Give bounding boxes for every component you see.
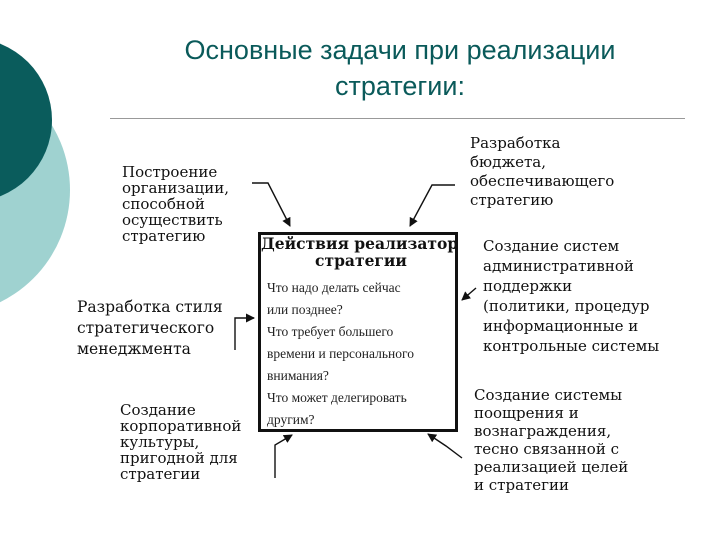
node-bottom-right: Создание системы поощрения и вознагражде…: [474, 386, 629, 494]
node-bottom-left: Создание корпоративной культуры, пригодн…: [120, 401, 242, 483]
center-questions: Что надо делать сейчас или позднее? Что …: [267, 280, 414, 427]
node-mid-right: Создание систем административной поддерж…: [483, 237, 660, 355]
title-line-1: Основные задачи при реализации: [184, 35, 616, 65]
node-top-left: Построение организации, способной осущес…: [122, 163, 229, 245]
center-box: Действия реализатора стратегии Что надо …: [258, 232, 458, 432]
node-mid-left: Разработка стиля стратегического менеджм…: [77, 298, 223, 358]
slide-title: Основные задачи при реализации стратегии…: [100, 32, 700, 104]
center-title: Действия реализатора стратегии: [261, 234, 458, 270]
deco-circle-dark: [0, 43, 52, 197]
title-divider: [110, 118, 685, 119]
node-top-right: Разработка бюджета, обеспечивающего стра…: [470, 134, 615, 209]
title-line-2: стратегии:: [335, 71, 465, 101]
